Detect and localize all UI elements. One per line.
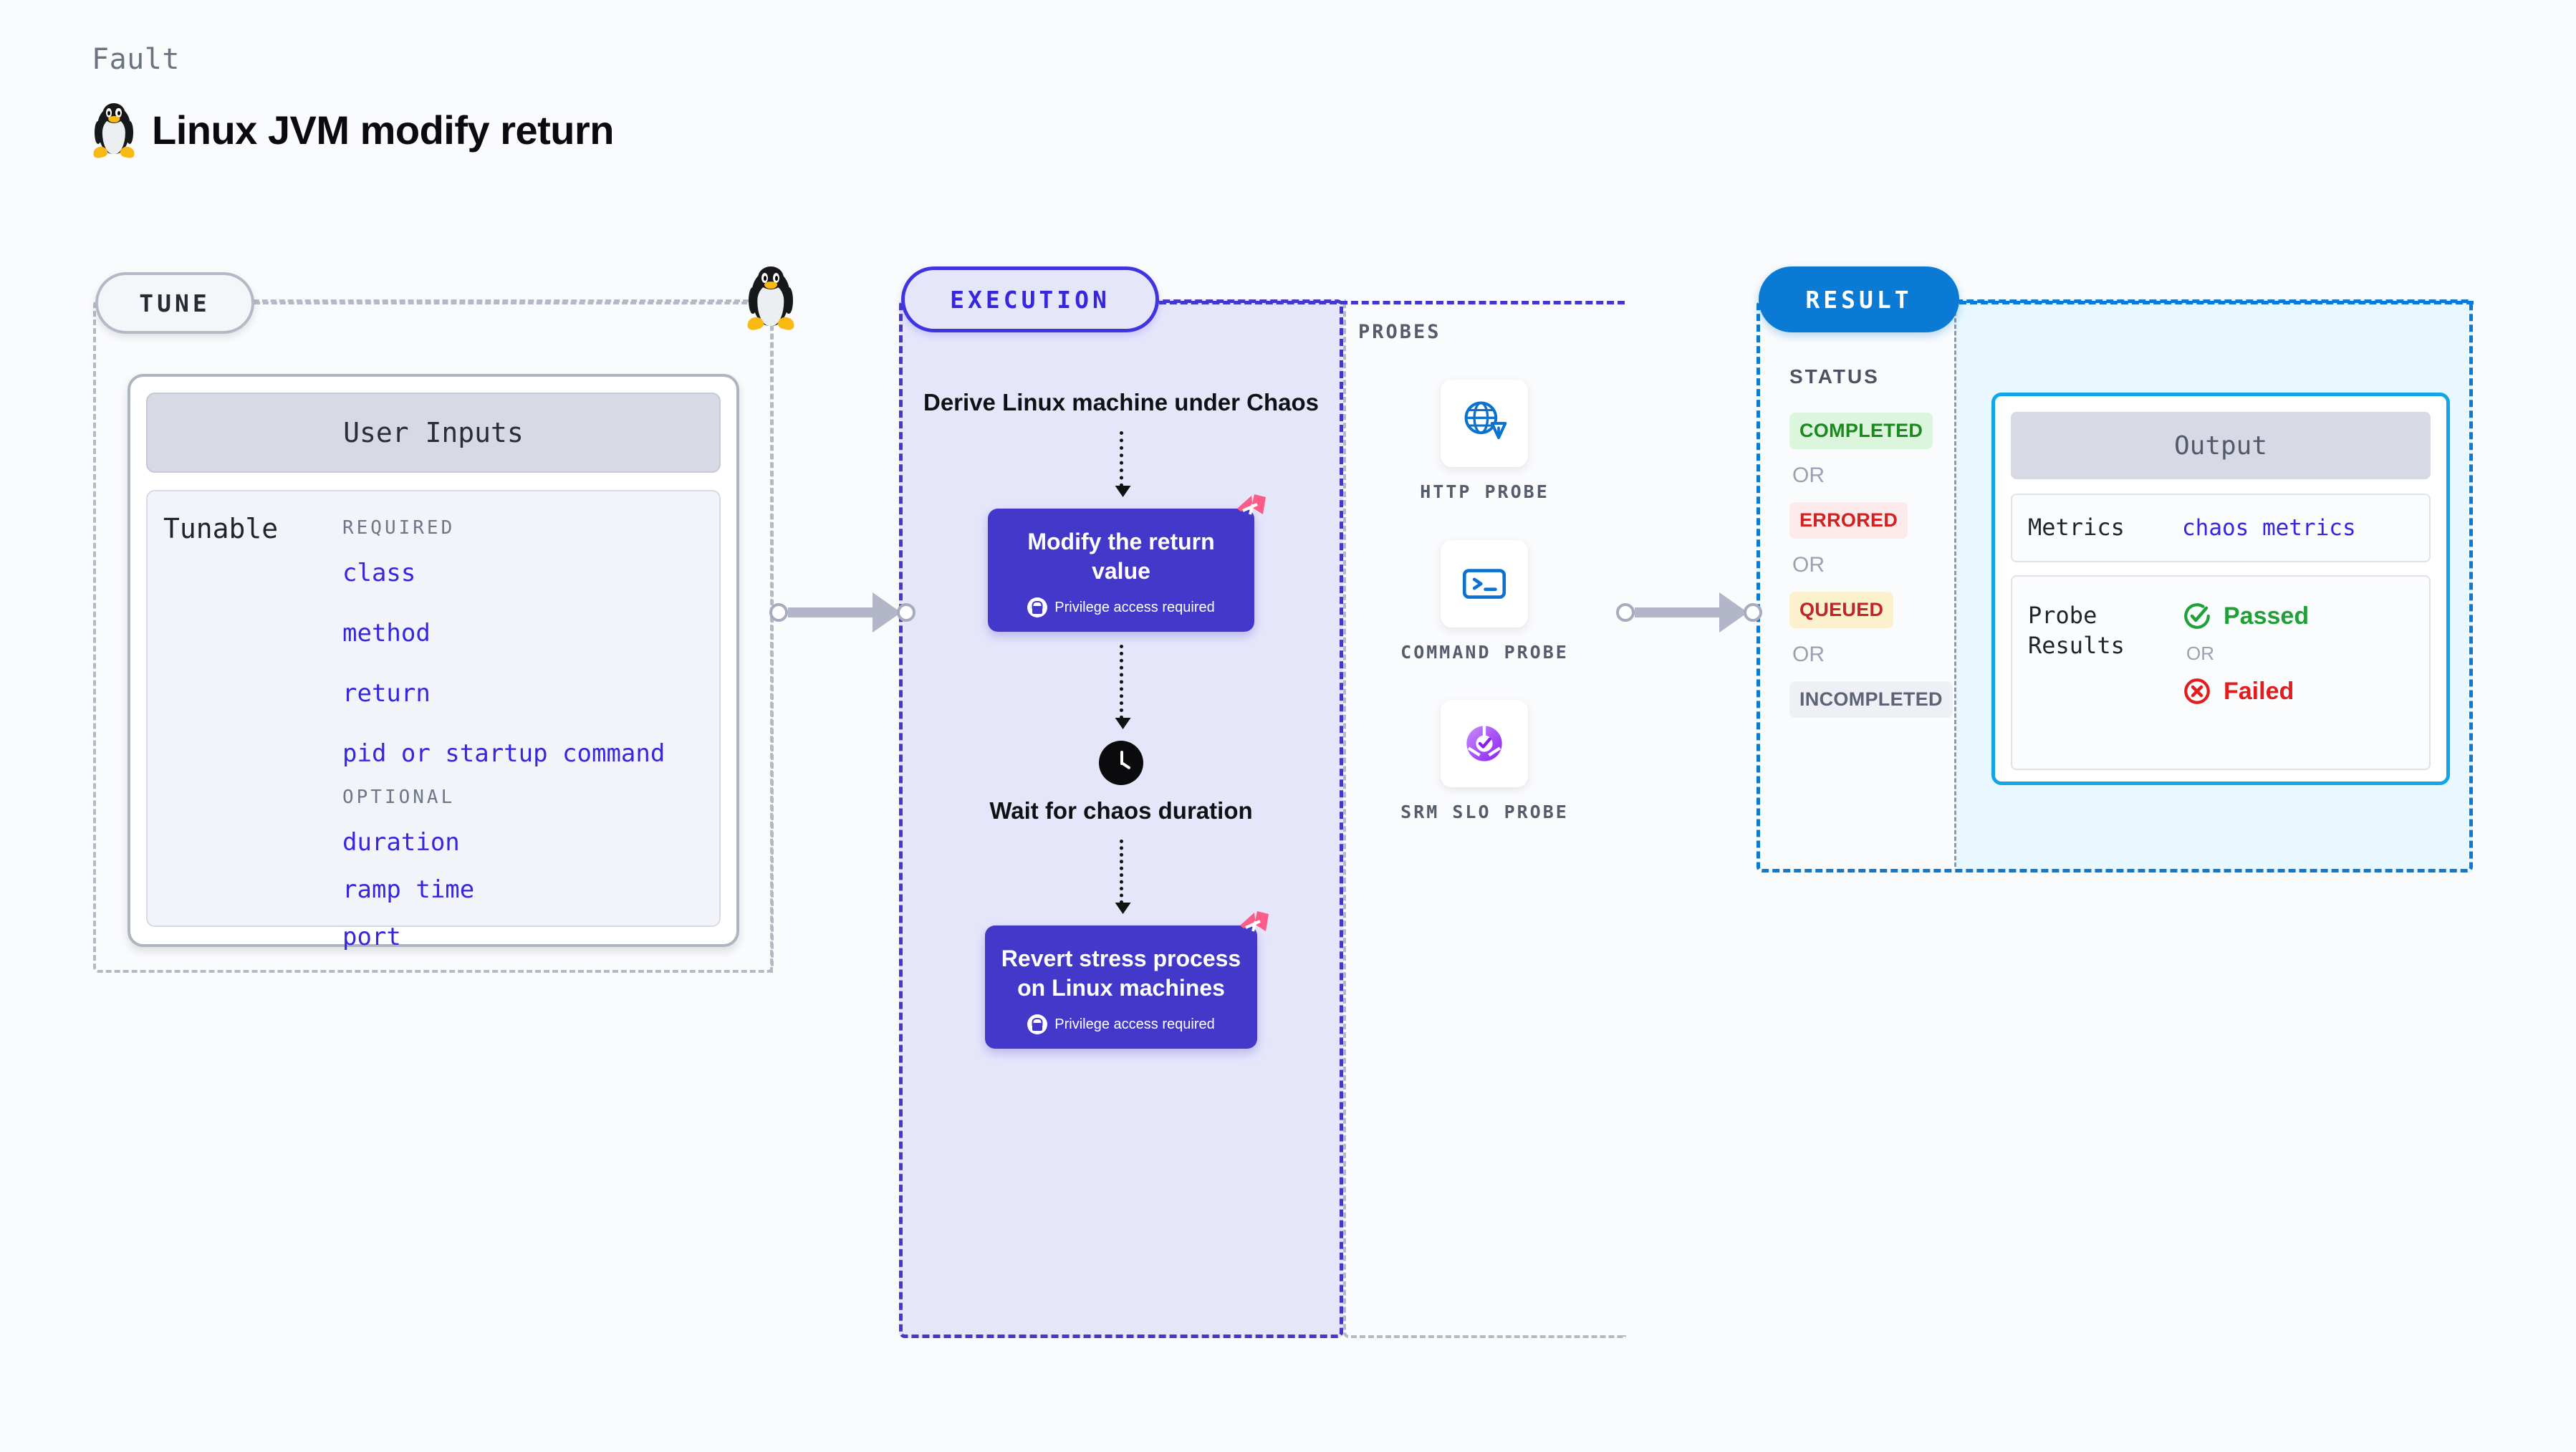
command-probe-label: COMMAND PROBE — [1400, 641, 1569, 663]
probe-result-passed: Passed — [2182, 601, 2309, 631]
failed-label: Failed — [2224, 677, 2294, 705]
slo-donut-check-icon — [1466, 724, 1503, 761]
flow-arrow-1 — [1119, 431, 1123, 488]
passed-label: Passed — [2224, 602, 2310, 630]
globe-alert-icon — [1465, 401, 1507, 440]
flow-arrow-2 — [1119, 645, 1123, 720]
probes-panel — [1343, 299, 1626, 1338]
linux-penguin-marker-icon — [745, 265, 797, 332]
tunable-section: Tunable REQUIRED class method return pid… — [146, 490, 721, 951]
output-row-probe-results: Probe Results Passed OR Failed — [2011, 575, 2431, 770]
tunable-item-duration[interactable]: duration — [342, 828, 460, 857]
tunable-item-class[interactable]: class — [342, 559, 416, 587]
lock-icon — [1027, 597, 1048, 618]
tunable-label: Tunable — [163, 513, 279, 544]
connector-arrowhead — [873, 592, 901, 633]
status-column: STATUS COMPLETED OR ERRORED OR QUEUED OR… — [1789, 365, 1953, 718]
tunable-item-method[interactable]: method — [342, 619, 431, 648]
result-dashed-connector — [1959, 301, 2474, 304]
linux-penguin-icon — [92, 102, 136, 160]
page-title-row: Linux JVM modify return — [92, 102, 615, 160]
connector-start-dot — [769, 603, 788, 622]
x-circle-icon — [2184, 678, 2210, 704]
probe-result-or: OR — [2186, 643, 2214, 664]
check-circle-icon — [2184, 603, 2210, 629]
execution-card-title: Modify the return value — [1027, 529, 1215, 585]
user-inputs-title: User Inputs — [146, 393, 721, 473]
probes-list: HTTP PROBE COMMAND PROBE — [1343, 380, 1626, 860]
connector-arrowhead — [1719, 592, 1748, 633]
tune-dashed-connector — [254, 302, 756, 304]
http-probe-tile[interactable] — [1441, 380, 1529, 467]
tunable-group-heading-required: REQUIRED — [342, 517, 456, 539]
connector-bar — [788, 607, 874, 617]
tunable-item-return[interactable]: return — [342, 679, 431, 708]
execution-step-revert-stress-process[interactable]: Revert stress process on Linux machines … — [985, 911, 1269, 1049]
output-title: Output — [2011, 412, 2431, 479]
probe-results-values: Passed OR Failed — [2182, 601, 2309, 769]
execution-step-wait-for-chaos-duration: Wait for chaos duration — [989, 797, 1253, 824]
tunable-item-port[interactable]: port — [342, 923, 401, 951]
privilege-text: Privilege access required — [1054, 1016, 1215, 1032]
tune-badge: TUNE — [95, 272, 254, 334]
probe-result-failed: Failed — [2182, 676, 2309, 706]
output-card: Output Metrics chaos metrics Probe Resul… — [1991, 393, 2450, 785]
tunable-group-heading-optional: OPTIONAL — [342, 787, 456, 808]
execution-step-derive-machine: Derive Linux machine under Chaos — [923, 389, 1319, 415]
connector-end-dot — [1744, 603, 1762, 622]
execution-card-title: Revert stress process on Linux machines — [1001, 946, 1241, 1001]
metrics-value[interactable]: chaos metrics — [2182, 515, 2356, 541]
command-probe-tile[interactable] — [1441, 539, 1529, 628]
status-or-2: OR — [1792, 553, 1825, 577]
tunable-item-ramp-time[interactable]: ramp time — [342, 875, 475, 904]
execution-dashed-connector — [1159, 301, 1625, 304]
metrics-key: Metrics — [2028, 514, 2125, 542]
tune-right-dashed-edge — [770, 308, 773, 973]
output-row-metrics: Metrics chaos metrics — [2011, 494, 2431, 562]
status-badge-queued: QUEUED — [1789, 592, 1894, 628]
page-header: Fault Linux JVM modify return — [92, 43, 615, 160]
connector-bar — [1635, 607, 1721, 617]
privilege-row: Privilege access required — [999, 1014, 1243, 1035]
clock-icon — [1099, 741, 1143, 786]
connector-tune-to-execution — [769, 592, 915, 633]
status-badge-errored: ERRORED — [1789, 502, 1908, 539]
user-inputs-card: User Inputs Tunable REQUIRED class metho… — [128, 374, 739, 951]
privilege-text: Privilege access required — [1054, 599, 1215, 615]
status-badge-completed: COMPLETED — [1789, 413, 1933, 449]
probe-item-srm-slo[interactable]: SRM SLO PROBE — [1400, 700, 1569, 824]
srm-slo-probe-label: SRM SLO PROBE — [1400, 802, 1569, 822]
status-or-1: OR — [1792, 463, 1825, 487]
execution-flow: Derive Linux machine under Chaos Modify … — [899, 387, 1343, 1049]
tunable-list: REQUIRED class method return pid or star… — [342, 513, 705, 951]
result-status-divider — [1954, 305, 1956, 867]
probes-title: PROBES — [1358, 321, 1441, 343]
connector-end-dot — [897, 603, 915, 622]
probe-item-http[interactable]: HTTP PROBE — [1420, 380, 1549, 504]
page-title: Linux JVM modify return — [152, 107, 615, 153]
harness-logo-icon — [1237, 494, 1266, 515]
connector-start-dot — [1616, 603, 1635, 622]
status-title: STATUS — [1789, 365, 1880, 388]
status-badge-incompleted: INCOMPLETED — [1789, 681, 1953, 718]
harness-logo-icon — [1240, 911, 1269, 932]
srm-slo-probe-tile[interactable] — [1441, 700, 1529, 787]
probe-results-key: Probe Results — [2028, 602, 2125, 659]
tunable-item-pid-or-startup-command[interactable]: pid or startup command — [342, 739, 665, 768]
fault-eyebrow: Fault — [92, 43, 180, 76]
execution-badge: EXECUTION — [901, 266, 1159, 332]
execution-step-modify-return-value[interactable]: Modify the return value Privilege access… — [988, 494, 1266, 633]
status-or-3: OR — [1792, 643, 1825, 666]
flow-arrow-3 — [1119, 840, 1123, 905]
http-probe-label: HTTP PROBE — [1420, 481, 1549, 502]
terminal-icon — [1463, 568, 1506, 599]
connector-probes-to-result — [1616, 592, 1762, 633]
result-badge: RESULT — [1759, 266, 1959, 332]
probe-item-command[interactable]: COMMAND PROBE — [1400, 539, 1569, 665]
lock-icon — [1027, 1014, 1048, 1035]
privilege-row: Privilege access required — [1002, 597, 1240, 618]
